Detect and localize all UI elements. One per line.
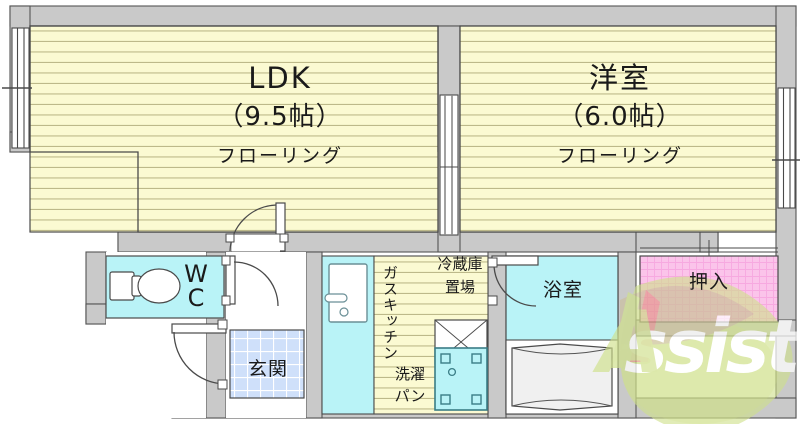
room-bath: [505, 255, 619, 415]
door-ldk-entry[interactable]: [225, 202, 289, 253]
door-wc[interactable]: [221, 255, 279, 307]
room-ldk: [29, 25, 439, 233]
window-ldk-left: [2, 27, 32, 149]
watermark-letter-a: A: [592, 293, 665, 393]
watermark-text: ssist: [624, 304, 800, 390]
door-hall[interactable]: [171, 319, 228, 390]
watermark-assist: ssist A: [592, 276, 800, 424]
door-bath[interactable]: [487, 255, 539, 307]
sliding-door-ldk-yoshitsu[interactable]: [439, 94, 459, 236]
room-genkan: [229, 329, 305, 399]
window-yoshitsu-right: [772, 87, 800, 209]
washing-pan: [434, 347, 488, 411]
room-yoshitsu: [459, 25, 777, 233]
room-wc: [105, 255, 225, 319]
